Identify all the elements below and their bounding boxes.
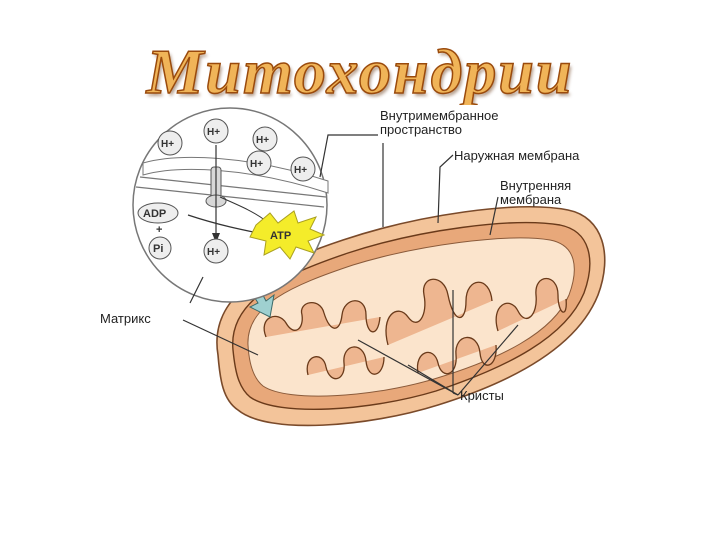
svg-text:H+: H+ xyxy=(207,247,220,258)
label-inner-membrane: Внутренняя мембрана xyxy=(500,178,572,207)
ion: H+ xyxy=(246,150,272,176)
label-intermembrane-space: Внутримембранное пространство xyxy=(380,108,499,137)
slide-title: Митохондрии xyxy=(146,36,574,107)
atp-burst: ATP xyxy=(249,210,326,260)
phosphate-molecule: Pi xyxy=(148,236,172,260)
cristae-folds xyxy=(263,278,567,380)
plus-sign: + xyxy=(156,224,162,236)
svg-text:ATP: ATP xyxy=(270,230,291,242)
ion: H+ xyxy=(290,156,316,182)
inset-circle xyxy=(132,107,329,303)
svg-text:ADP: ADP xyxy=(143,208,166,220)
proton-ions: H+ H+ H+ H+ H+ H+ xyxy=(157,118,316,264)
leader-lines xyxy=(182,134,519,396)
svg-text:Pi: Pi xyxy=(153,243,163,255)
label-outer-membrane: Наружная мембрана xyxy=(454,148,580,163)
mitochondrion-diagram: H+ H+ H+ H+ H+ H+ ADP + Pi ATP xyxy=(98,105,649,438)
svg-text:H+: H+ xyxy=(207,127,220,138)
svg-text:H+: H+ xyxy=(250,159,263,170)
adp-molecule: ADP xyxy=(137,202,179,224)
svg-text:H+: H+ xyxy=(294,165,307,176)
label-matrix: Матрикс xyxy=(100,311,151,326)
diagram-drawing: H+ H+ H+ H+ H+ H+ ADP + Pi ATP xyxy=(132,107,606,427)
ion: H+ xyxy=(203,238,229,264)
ion: H+ xyxy=(252,126,278,152)
svg-text:H+: H+ xyxy=(161,139,174,150)
svg-text:H+: H+ xyxy=(256,135,269,146)
ion: H+ xyxy=(157,130,183,156)
ion: H+ xyxy=(203,118,229,144)
label-cristae: Кристы xyxy=(460,388,504,403)
